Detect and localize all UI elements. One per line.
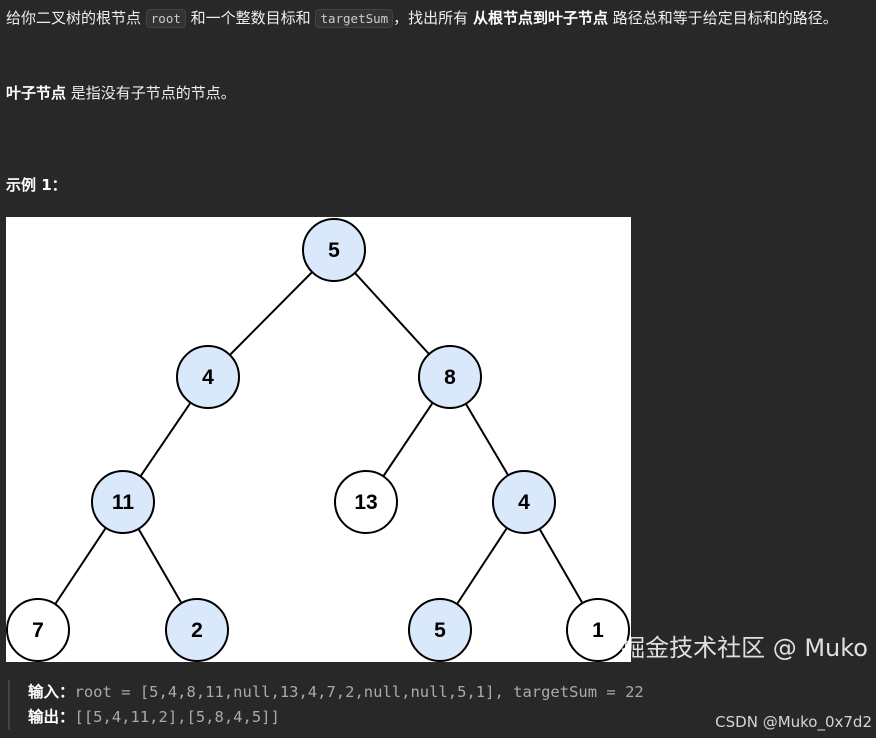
code-root: root (145, 9, 186, 28)
text: 和一个整数目标和 (185, 9, 316, 27)
tree-node (492, 470, 556, 534)
input-value: root = [5,4,8,11,null,13,4,7,2,null,null… (74, 683, 644, 701)
text: ，找出所有 (393, 9, 473, 27)
leaf-definition: 叶子节点 是指没有子节点的节点。 (6, 81, 866, 106)
bold-text: 从根节点到叶子节点 (472, 9, 608, 27)
input-label: 输入： (28, 683, 75, 701)
example-title: 示例 1： (6, 173, 866, 198)
tree-node-label: 13 (354, 491, 377, 514)
tree-node (6, 598, 70, 662)
tree-node (176, 345, 240, 409)
problem-description: 给你二叉树的根节点 root 和一个整数目标和 targetSum，找出所有 从… (6, 6, 866, 31)
example-heading: 示例 1： (6, 176, 67, 194)
tree-node-label: 2 (191, 619, 203, 642)
tree-node (165, 598, 229, 662)
tree-node-label: 5 (434, 619, 446, 642)
tree-node (566, 598, 630, 662)
output-label: 输出： (28, 708, 75, 726)
tree-node-label: 8 (444, 366, 456, 389)
tree-node (418, 345, 482, 409)
tree-node-label: 5 (328, 239, 340, 262)
tree-node-label: 7 (32, 619, 44, 642)
code-targetsum: targetSum (315, 9, 394, 28)
tree-node (302, 218, 366, 282)
example-block: 输入：root = [5,4,8,11,null,13,4,7,2,null,n… (8, 680, 644, 730)
tree-node-label: 1 (592, 619, 604, 642)
text: 路径总和等于给定目标和的路径。 (607, 9, 838, 27)
bold-text: 叶子节点 (6, 84, 67, 102)
text: 是指没有子节点的节点。 (66, 84, 236, 102)
tree-node (91, 470, 155, 534)
watermark-sub: CSDN @Muko_0x7d2 (715, 713, 872, 731)
tree-node (408, 598, 472, 662)
watermark: 掘金技术社区 @ Muko (621, 634, 868, 662)
tree-node (334, 470, 398, 534)
output-value: [[5,4,11,2],[5,8,4,5]] (74, 708, 280, 726)
text: 给你二叉树的根节点 (6, 9, 146, 27)
tree-node-label: 11 (112, 491, 135, 514)
tree-diagram: 5 4 8 11 13 4 7 2 5 1 (6, 217, 631, 662)
tree-node-label: 4 (518, 491, 530, 514)
tree-node-label: 4 (202, 366, 214, 389)
